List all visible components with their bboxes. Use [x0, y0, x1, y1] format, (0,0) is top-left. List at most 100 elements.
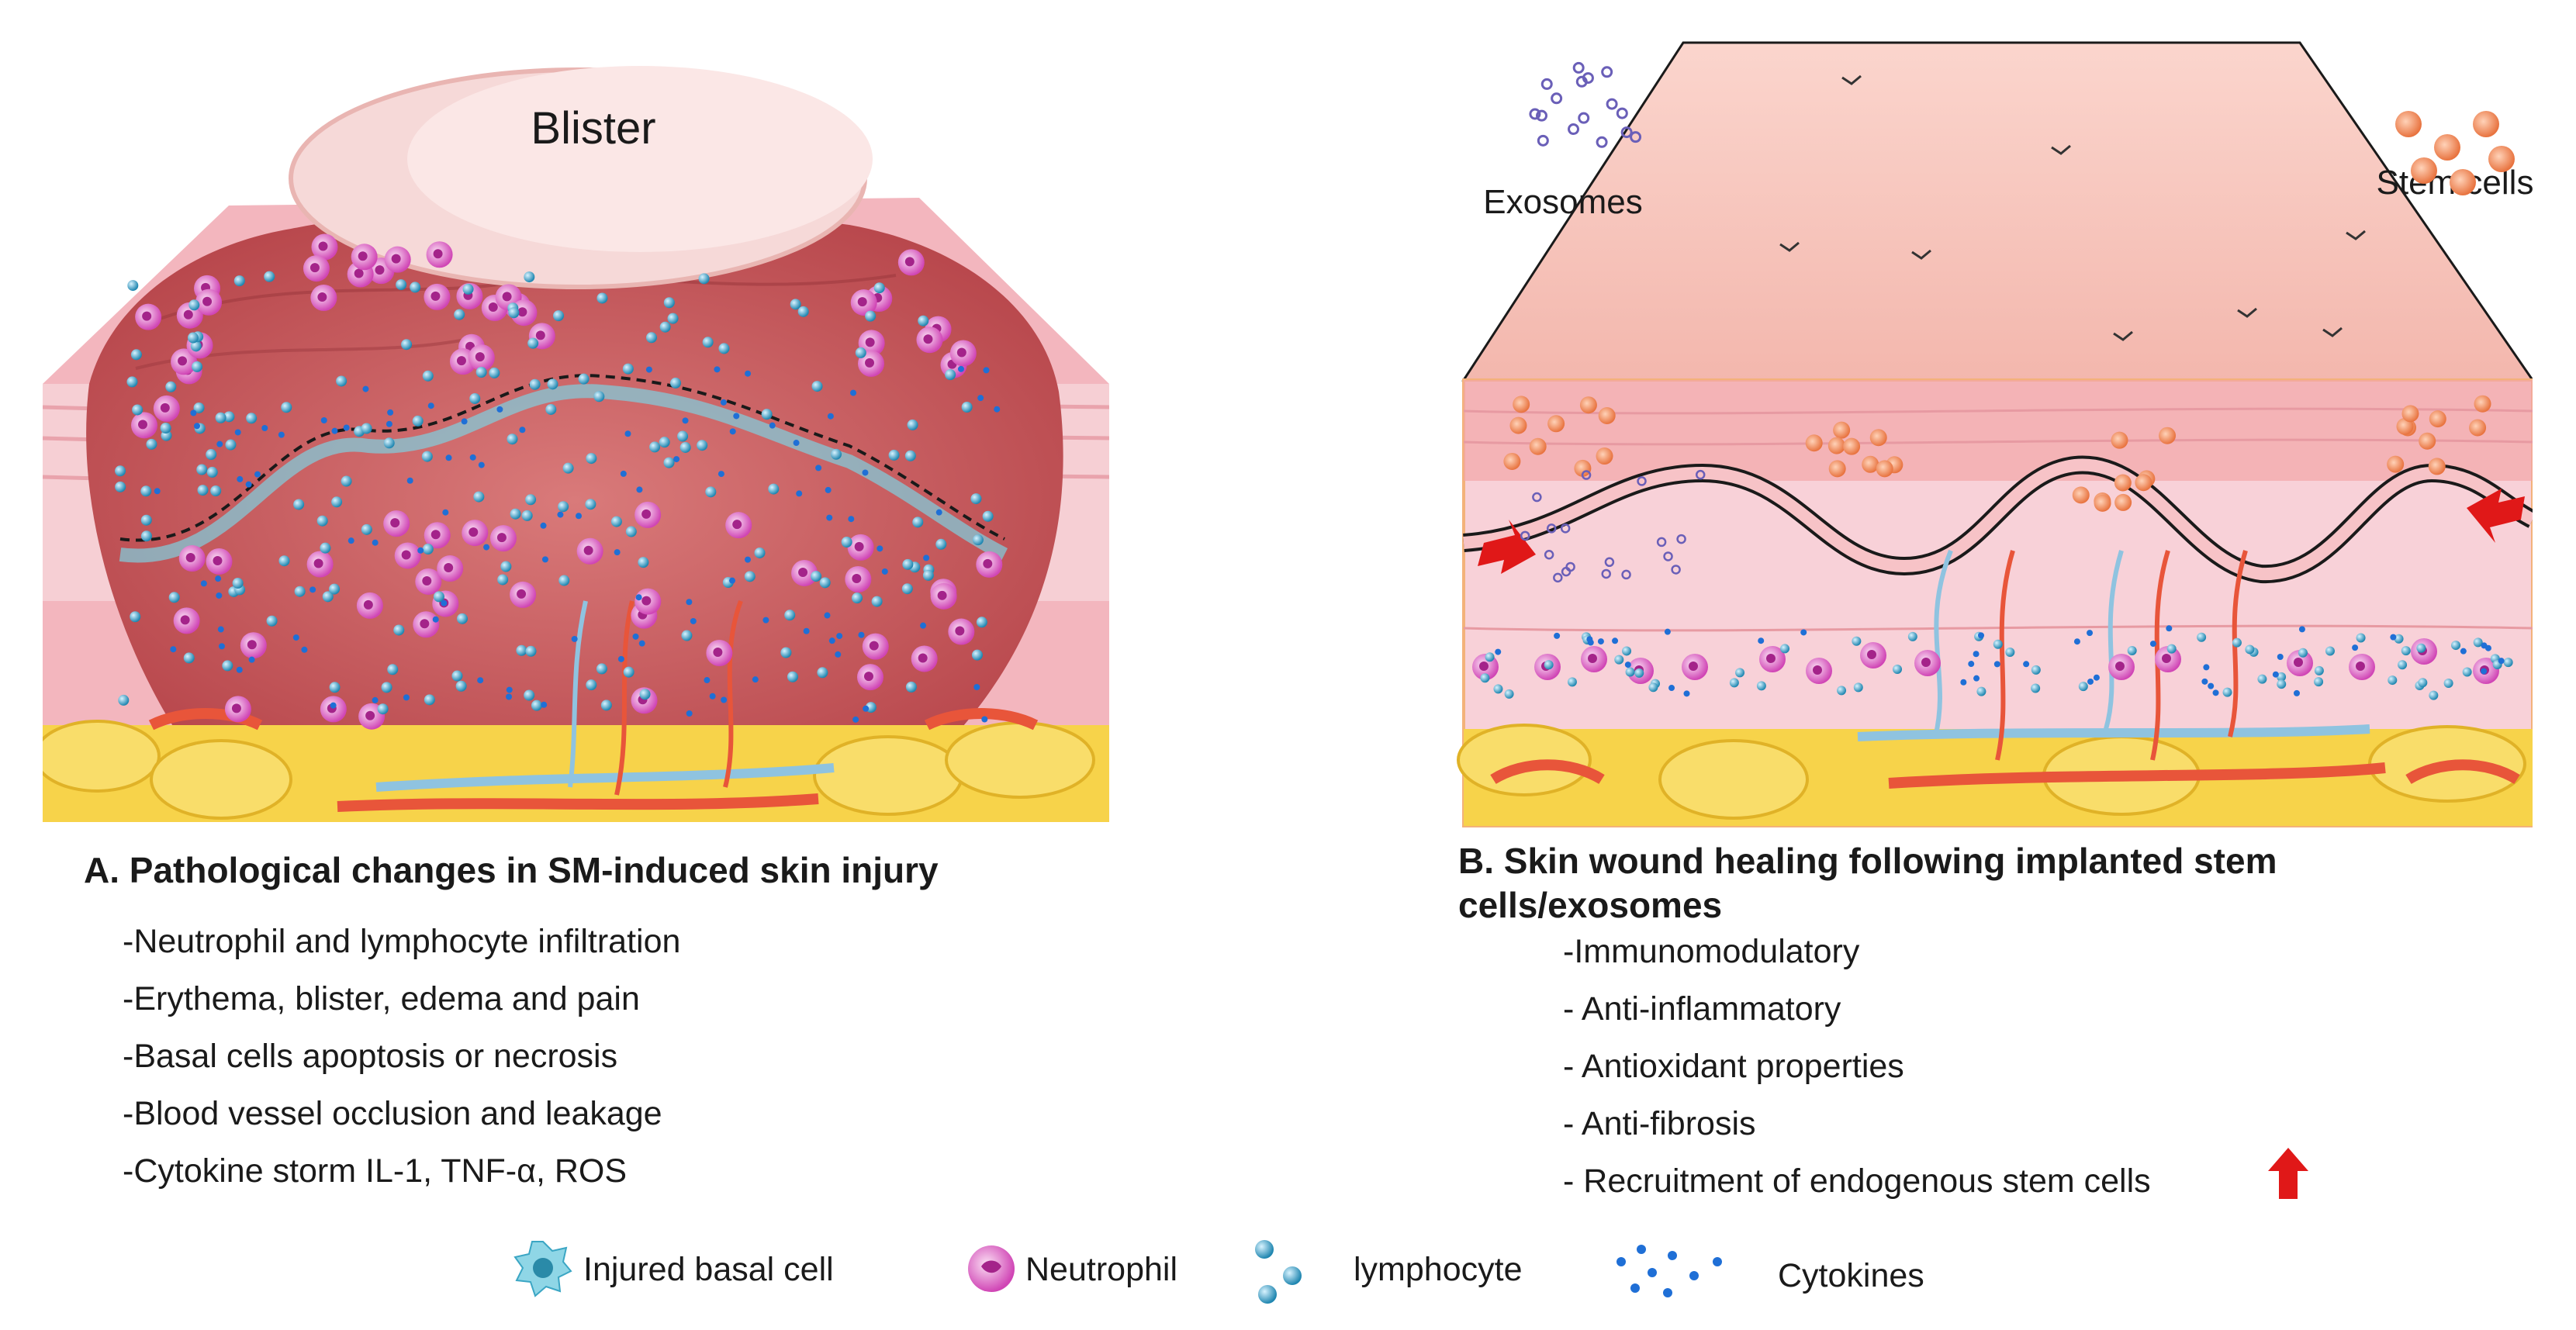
lymphocyte-cell	[904, 450, 916, 461]
lymphocyte-cell	[320, 542, 331, 554]
lymphocyte-cell	[718, 343, 730, 354]
exosome	[1532, 492, 1542, 503]
exosome	[1695, 469, 1706, 480]
stem-cell	[1862, 455, 1879, 473]
stem-cell-icon	[2450, 169, 2476, 195]
cytokine-dot	[1973, 675, 1980, 682]
neutrophil-nucleus	[433, 249, 443, 259]
cytokine-dot	[923, 554, 930, 561]
exosome-icon	[1537, 134, 1549, 147]
neutrophil-nucleus	[535, 330, 545, 340]
lymphocyte-cell	[2418, 678, 2428, 688]
lymphocyte-cell	[1485, 652, 1495, 662]
lymphocyte-cell	[341, 475, 352, 487]
lymphocyte-cell	[645, 332, 657, 344]
cytokine-dot	[2293, 689, 2300, 696]
stem-cell	[1596, 447, 1613, 465]
lymphocyte-cell	[1622, 646, 1632, 656]
lymphocyte-cell	[168, 592, 180, 603]
legend-injured-basal-cell: Injured basal cell	[583, 1251, 834, 1288]
cytokine-dot	[1978, 632, 1985, 639]
lymphocyte-cell	[531, 700, 542, 711]
lymphocyte-cell	[206, 449, 217, 461]
lymphocyte-cell	[901, 583, 913, 595]
lymphocyte-cell	[2356, 633, 2366, 643]
lymphocyte-cell	[1625, 667, 1635, 677]
neutrophil-nucleus	[137, 420, 147, 430]
cytokine-dot	[796, 490, 803, 497]
neutrophil-nucleus	[178, 356, 188, 366]
lymphocyte-cell	[638, 557, 649, 568]
cytokine-dot	[2498, 658, 2505, 665]
stem-cell	[2094, 494, 2111, 512]
up-arrow-icon	[2268, 1148, 2308, 1199]
cytokine-dot	[1597, 638, 1604, 645]
cytokine-dot	[442, 509, 449, 516]
exosome	[1581, 470, 1592, 480]
injured-basal-cell-icon	[513, 1241, 572, 1297]
neutrophil-nucleus	[456, 356, 466, 366]
lymphocyte-cell	[266, 615, 278, 627]
stem-cell	[1513, 396, 1530, 413]
cytokine-dot	[1612, 637, 1619, 644]
stem-cell	[1509, 416, 1527, 434]
stem-cell	[2396, 417, 2414, 435]
lymphocyte-cell	[790, 299, 801, 310]
lymphocyte-cell	[521, 510, 533, 521]
cytokine-dot	[403, 694, 410, 701]
cytokine-dot	[261, 425, 268, 432]
neutrophil-nucleus	[2115, 662, 2125, 671]
lymphocyte-cell	[451, 670, 463, 682]
neutrophil-nucleus	[641, 509, 652, 519]
exosome-icon	[1540, 78, 1553, 90]
cytokine-dot	[1664, 628, 1671, 635]
lymphocyte-cell	[140, 485, 152, 497]
neutrophil-nucleus	[1766, 654, 1776, 663]
exosome	[1561, 566, 1572, 577]
lymphocyte-icon	[1255, 1240, 1302, 1304]
panel-b-item: - Anti-fibrosis	[1563, 1105, 1756, 1142]
stem-cell	[2401, 405, 2419, 423]
panel-b-item: - Recruitment of endogenous stem cells	[1563, 1162, 2151, 1200]
lymphocyte-cell	[2277, 672, 2287, 682]
cytokine-dot	[217, 626, 224, 633]
panel-a-item: -Cytokine storm IL-1, TNF-α, ROS	[123, 1152, 628, 1190]
lymphocyte-cell	[422, 370, 434, 382]
lymphocyte-cell	[1480, 673, 1490, 683]
lymphocyte-cell	[562, 462, 574, 474]
lymphocyte-cell	[2503, 658, 2513, 668]
neutrophil-nucleus	[318, 241, 328, 251]
cytokine-dot	[1624, 662, 1631, 668]
neutrophil-nucleus	[1689, 662, 1698, 671]
cytokine-dot	[427, 402, 434, 409]
cytokine-dot	[216, 440, 223, 447]
cytokine-dot	[1968, 661, 1975, 668]
panel-a-illustration: Blister	[43, 66, 1109, 822]
lymphocyte-cell	[2473, 637, 2483, 648]
cytokine-dot	[218, 643, 225, 650]
lymphocyte-cell	[2031, 665, 2041, 675]
lymphocyte-cell	[524, 271, 535, 283]
lymphocyte-cell	[140, 530, 152, 542]
neutrophil-nucleus	[391, 254, 401, 264]
lymphocyte-cell	[780, 647, 792, 658]
lymphocyte-cell	[422, 544, 434, 555]
lymphocyte-cell	[902, 558, 914, 570]
exosome	[1671, 565, 1681, 575]
lymphocyte-cell	[197, 485, 209, 496]
cytokine-dot	[386, 420, 392, 427]
cytokine-dot	[863, 705, 870, 712]
lymphocyte-cell	[126, 376, 138, 388]
cytokine-dot	[348, 537, 354, 544]
cytokine-dot	[632, 633, 639, 640]
neutrophil-nucleus	[918, 653, 928, 663]
lymphocyte-cell	[469, 392, 481, 404]
cytokine-dot	[1495, 648, 1502, 655]
exosomes-label: Exosomes	[1483, 183, 1642, 221]
lymphocyte-cell	[424, 694, 435, 706]
lymphocyte-cell	[377, 703, 389, 715]
neutrophil-nucleus	[422, 575, 432, 586]
lymphocyte-cell	[982, 510, 994, 522]
neutrophil-nucleus	[2162, 654, 2171, 663]
lymphocyte-cell	[527, 337, 539, 349]
